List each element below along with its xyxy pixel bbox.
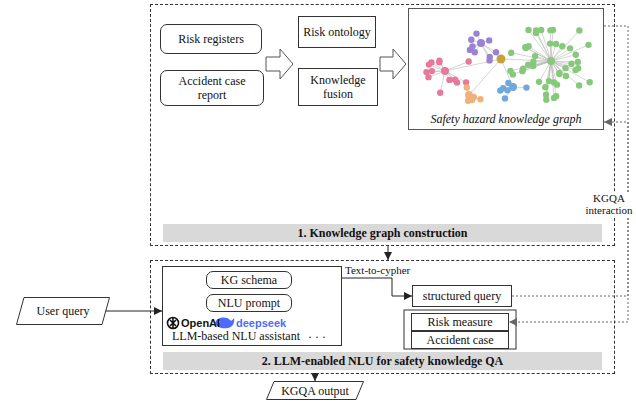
openai-logo: [168, 318, 179, 329]
component-box: NLU prompt: [206, 294, 292, 312]
block-arrow: [380, 49, 406, 79]
component-box: KG schema: [206, 271, 292, 289]
box-label: Knowledge fusion: [302, 73, 374, 101]
result-box: Accident case: [411, 331, 509, 349]
process-box: Risk ontology: [298, 16, 376, 48]
section-band: 2. LLM-enabled NLU for safety knowledge …: [163, 352, 602, 370]
flow-arrow: [315, 374, 316, 381]
graph-links: [426, 30, 589, 101]
flow-arrow: [106, 311, 162, 312]
output-parallelogram: KGQA output: [266, 381, 364, 400]
side-label: KGQA interaction: [584, 192, 634, 216]
parallelogram-outline: [267, 382, 364, 400]
brand-name: deepseek: [236, 317, 286, 330]
graph-dots: [423, 27, 593, 104]
box-label: KGQA output: [281, 384, 349, 398]
flow-arrow: [388, 246, 389, 260]
parallelogram-outline: [17, 298, 110, 325]
edge-label: Text-to-cypher: [345, 264, 410, 277]
process-box: structured query: [412, 285, 512, 307]
box-label: Risk measure: [428, 315, 493, 329]
flow-arrow: [342, 278, 412, 296]
box-caption: LLM-based NLU assistant: [172, 329, 300, 343]
block-arrow: [266, 49, 293, 79]
result-box: Risk measure: [411, 313, 509, 331]
source-box: Risk registers: [160, 24, 262, 54]
box-label: User query: [37, 304, 90, 318]
box-label: structured query: [423, 289, 501, 303]
box-label: Accident case: [427, 333, 494, 347]
box-label: Risk registers: [178, 32, 244, 46]
input-parallelogram: User query: [16, 297, 110, 325]
box-label: Accident case report: [164, 74, 260, 102]
figure-caption: Safety hazard knowledge graph: [409, 112, 603, 126]
result-container: [404, 310, 516, 349]
source-box: Accident case report: [160, 70, 264, 106]
box-label: NLU prompt: [218, 296, 280, 310]
section-band: 1. Knowledge graph construction: [163, 224, 602, 242]
ellipsis-mark: · · ·: [308, 331, 326, 344]
box-label: Risk ontology: [303, 25, 371, 39]
brand-name: OpenAI: [181, 317, 220, 330]
region-panel: 1. Knowledge graph construction Risk regi…: [150, 4, 615, 246]
box-label: KG schema: [221, 273, 277, 287]
graph-panel: Safety hazard knowledge graph: [408, 8, 604, 130]
process-box: Knowledge fusion: [298, 68, 378, 106]
